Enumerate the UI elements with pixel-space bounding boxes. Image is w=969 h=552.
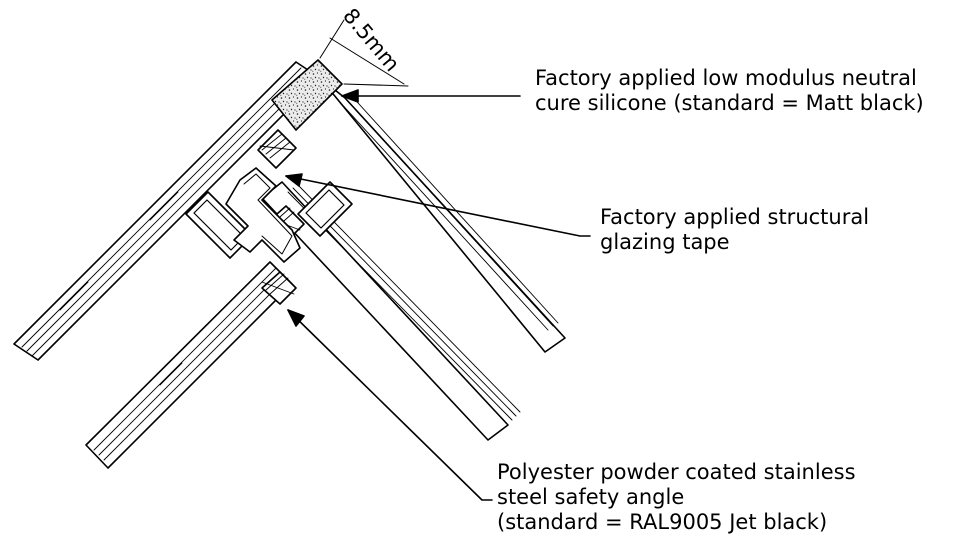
outer-right-glass-pane [319, 77, 566, 353]
callout-tape: Factory applied structural glazing tape [600, 205, 869, 255]
callout-silicone-line1: Factory applied low modulus neutral [535, 66, 917, 90]
callout-tape-line1: Factory applied structural [600, 205, 870, 229]
dimension-8-5mm: 8.5mm [319, 4, 409, 87]
callout-angle-line3: (standard = RAL9005 Jet black) [497, 510, 828, 534]
structural-glazing-tape-bottom [261, 271, 297, 305]
leader-tape [285, 173, 591, 237]
callout-angle-line1: Polyester powder coated stainless [497, 460, 856, 484]
structural-glazing-tape-upper [257, 129, 297, 169]
callout-angle-line2: steel safety angle [497, 485, 685, 509]
silicone-seal [271, 59, 343, 131]
leader-angle [287, 309, 493, 501]
outer-left-glass-pane [13, 61, 321, 361]
leader-silicone [341, 89, 521, 103]
callout-tape-line2: glazing tape [600, 230, 730, 254]
inner-left-glass-pane [85, 261, 293, 469]
callout-angle: Polyester powder coated stainless steel … [497, 460, 856, 535]
dimension-label: 8.5mm [338, 4, 404, 76]
spacer-bar-right [297, 181, 353, 237]
callout-silicone: Factory applied low modulus neutral cure… [535, 66, 924, 116]
stainless-safety-angle [225, 167, 301, 263]
callout-silicone-line2: cure silicone (standard = Matt black) [535, 91, 924, 115]
